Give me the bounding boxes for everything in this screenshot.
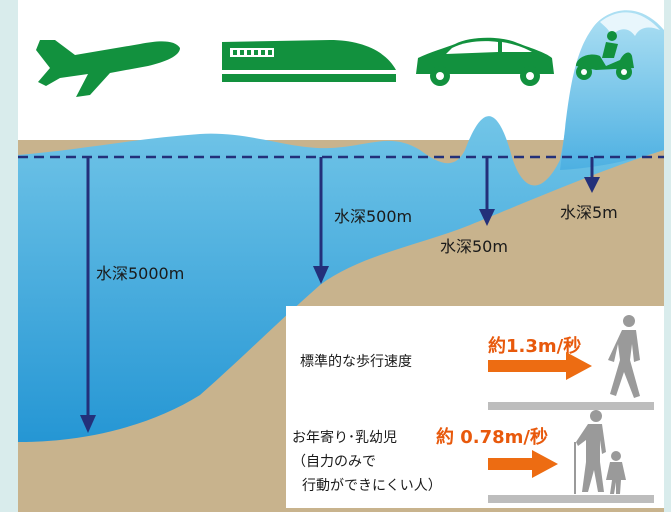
depth-arrow-50 [479,157,495,226]
right-border [664,0,671,512]
depth-label-50: 水深50m [440,237,508,256]
elderly-speed: 約 0.78m/秒 [436,426,548,448]
depth-label-5: 水深5m [560,203,618,222]
elderly-line3: 行動ができにくい人） [302,478,442,494]
bullet-train-icon [222,40,396,82]
elderly-ground [488,495,654,503]
depth-arrow-5 [584,157,600,193]
elderly-line2: （自力のみで [292,454,376,470]
wave-foam [600,12,660,36]
walk-speed: 約1.3m/秒 [488,335,581,357]
scooter-icon [576,31,634,80]
walk-ground [488,402,654,410]
elderly-person-icon [574,410,606,494]
depth-arrow-500 [313,157,329,284]
sea [18,11,664,442]
depth-label-500: 水深500m [334,207,412,226]
walking-person-icon [608,315,640,398]
elderly-arrow [488,450,558,478]
car-icon [416,37,554,86]
child-icon [606,451,626,494]
depth-label-5000: 水深5000m [96,264,184,283]
elderly-line1: お年寄り･乳幼児 [292,429,397,446]
airplane-icon [36,40,180,97]
walk-arrow [488,352,592,380]
left-border [0,0,18,512]
depth-arrow-5000 [80,157,96,433]
walk-label: 標準的な歩行速度 [300,354,412,370]
tsunami-wave [560,10,664,170]
